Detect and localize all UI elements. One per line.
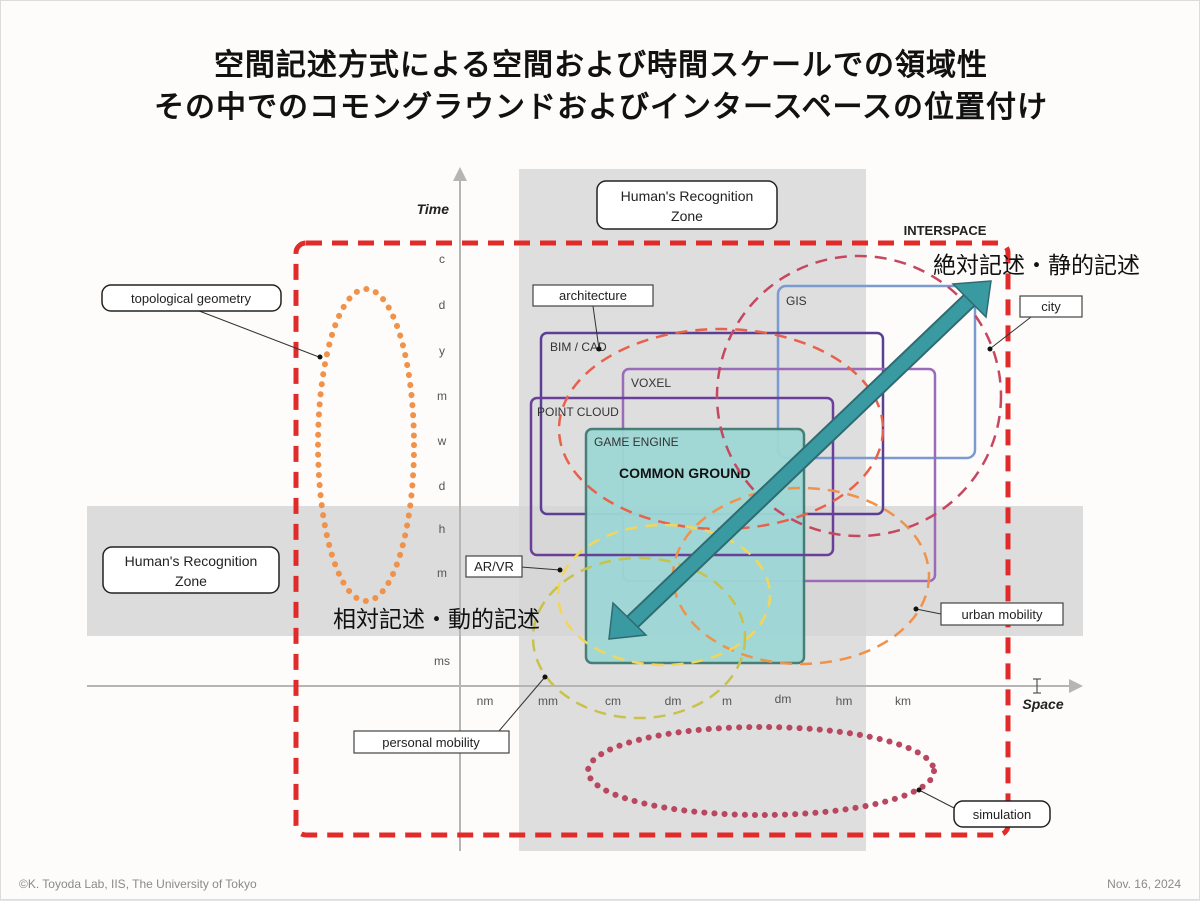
footer-date: Nov. 16, 2024 — [1107, 877, 1181, 891]
y-tick-label: d — [439, 298, 446, 312]
interspace-label: INTERSPACE — [904, 223, 987, 238]
y-axis-arrowhead — [453, 167, 467, 181]
personal-mobility-ellipse — [531, 556, 747, 720]
callout-architecture: architecture — [532, 284, 654, 352]
callout-topological-geometry-text: topological geometry — [131, 291, 251, 306]
x-tick-label: hm — [836, 694, 853, 708]
y-axis-title: Time — [417, 201, 450, 217]
x-tick-label: m — [722, 694, 732, 708]
human-zone-label-text: Zone — [175, 573, 207, 589]
y-tick-label: m — [437, 389, 447, 403]
x-axis-arrowhead — [1069, 679, 1083, 693]
point-cloud-region — [529, 396, 835, 557]
interspace-boundary — [293, 240, 1011, 838]
ar-vr-ellipse — [556, 523, 772, 667]
gis-label: GIS — [786, 294, 807, 308]
callout-personal-mobility: personal mobility — [353, 674, 548, 754]
human-zone-label-text: Human's Recognition — [125, 553, 258, 569]
simulation-ellipse — [585, 724, 937, 818]
x-tick-labels: nm mm cm dm m dm hm km — [477, 692, 911, 708]
topological-geometry-ellipse — [315, 286, 417, 604]
callout-architecture-text: architecture — [559, 288, 627, 303]
callout-simulation-text: simulation — [973, 807, 1032, 822]
common-ground-label: COMMON GROUND — [619, 465, 750, 481]
x-tick-label: km — [895, 694, 911, 708]
human-zone-label-text: Human's Recognition — [621, 188, 754, 204]
y-tick-label: h — [439, 522, 446, 536]
human-zone-label-left: Human's Recognition Zone — [102, 546, 280, 594]
x-tick-label: cm — [605, 694, 621, 708]
relative-description-label: 相対記述・動的記述 — [333, 607, 540, 633]
city-ellipse — [715, 254, 1003, 538]
y-tick-label: y — [439, 344, 445, 358]
absolute-description-label: 絶対記述・静的記述 — [933, 253, 1140, 279]
callout-simulation: simulation — [916, 787, 1051, 828]
y-tick-label: w — [437, 434, 447, 448]
y-tick-label: c — [439, 252, 445, 266]
y-tick-labels: c d y m w d h m ms — [434, 252, 450, 668]
callout-topological-geometry: topological geometry — [101, 284, 323, 360]
slide-title: 空間記述方式による空間および時間スケールでの領域性 その中でのコモングラウンドお… — [1, 45, 1200, 129]
callout-city: city — [987, 295, 1083, 352]
human-zone-label-text: Zone — [671, 208, 703, 224]
footer-copyright: ©K. Toyoda Lab, IIS, The University of T… — [19, 877, 257, 891]
callout-ar-vr-text: AR/VR — [474, 559, 514, 574]
arrowhead-up-right — [951, 280, 992, 319]
callout-urban-mobility: urban mobility — [913, 602, 1064, 626]
title-line-2: その中でのコモングラウンドおよびインタースペースの位置付け — [154, 90, 1048, 125]
callout-urban-mobility-text: urban mobility — [962, 607, 1043, 622]
y-tick-label: m — [437, 566, 447, 580]
x-tick-label: dm — [775, 692, 792, 706]
callout-city-text: city — [1041, 299, 1061, 314]
x-tick-label: nm — [477, 694, 494, 708]
y-tick-label: ms — [434, 654, 450, 668]
voxel-label: VOXEL — [631, 376, 671, 390]
description-arrow — [608, 280, 992, 640]
y-tick-label: d — [439, 479, 446, 493]
arrowhead-down-left — [608, 601, 648, 640]
x-tick-label: dm — [665, 694, 682, 708]
bim-cad-label: BIM / CAD — [550, 340, 607, 354]
title-line-1: 空間記述方式による空間および時間スケールでの領域性 — [213, 48, 989, 83]
point-cloud-label: POINT CLOUD — [537, 405, 619, 419]
text-cursor-icon — [1033, 678, 1041, 694]
callout-personal-mobility-text: personal mobility — [382, 735, 480, 750]
callout-ar-vr: AR/VR — [465, 555, 563, 578]
human-zone-label-top: Human's Recognition Zone — [596, 180, 778, 230]
game-engine-label: GAME ENGINE — [594, 435, 679, 449]
x-tick-label: mm — [538, 694, 558, 708]
x-axis-title: Space — [1022, 696, 1063, 712]
